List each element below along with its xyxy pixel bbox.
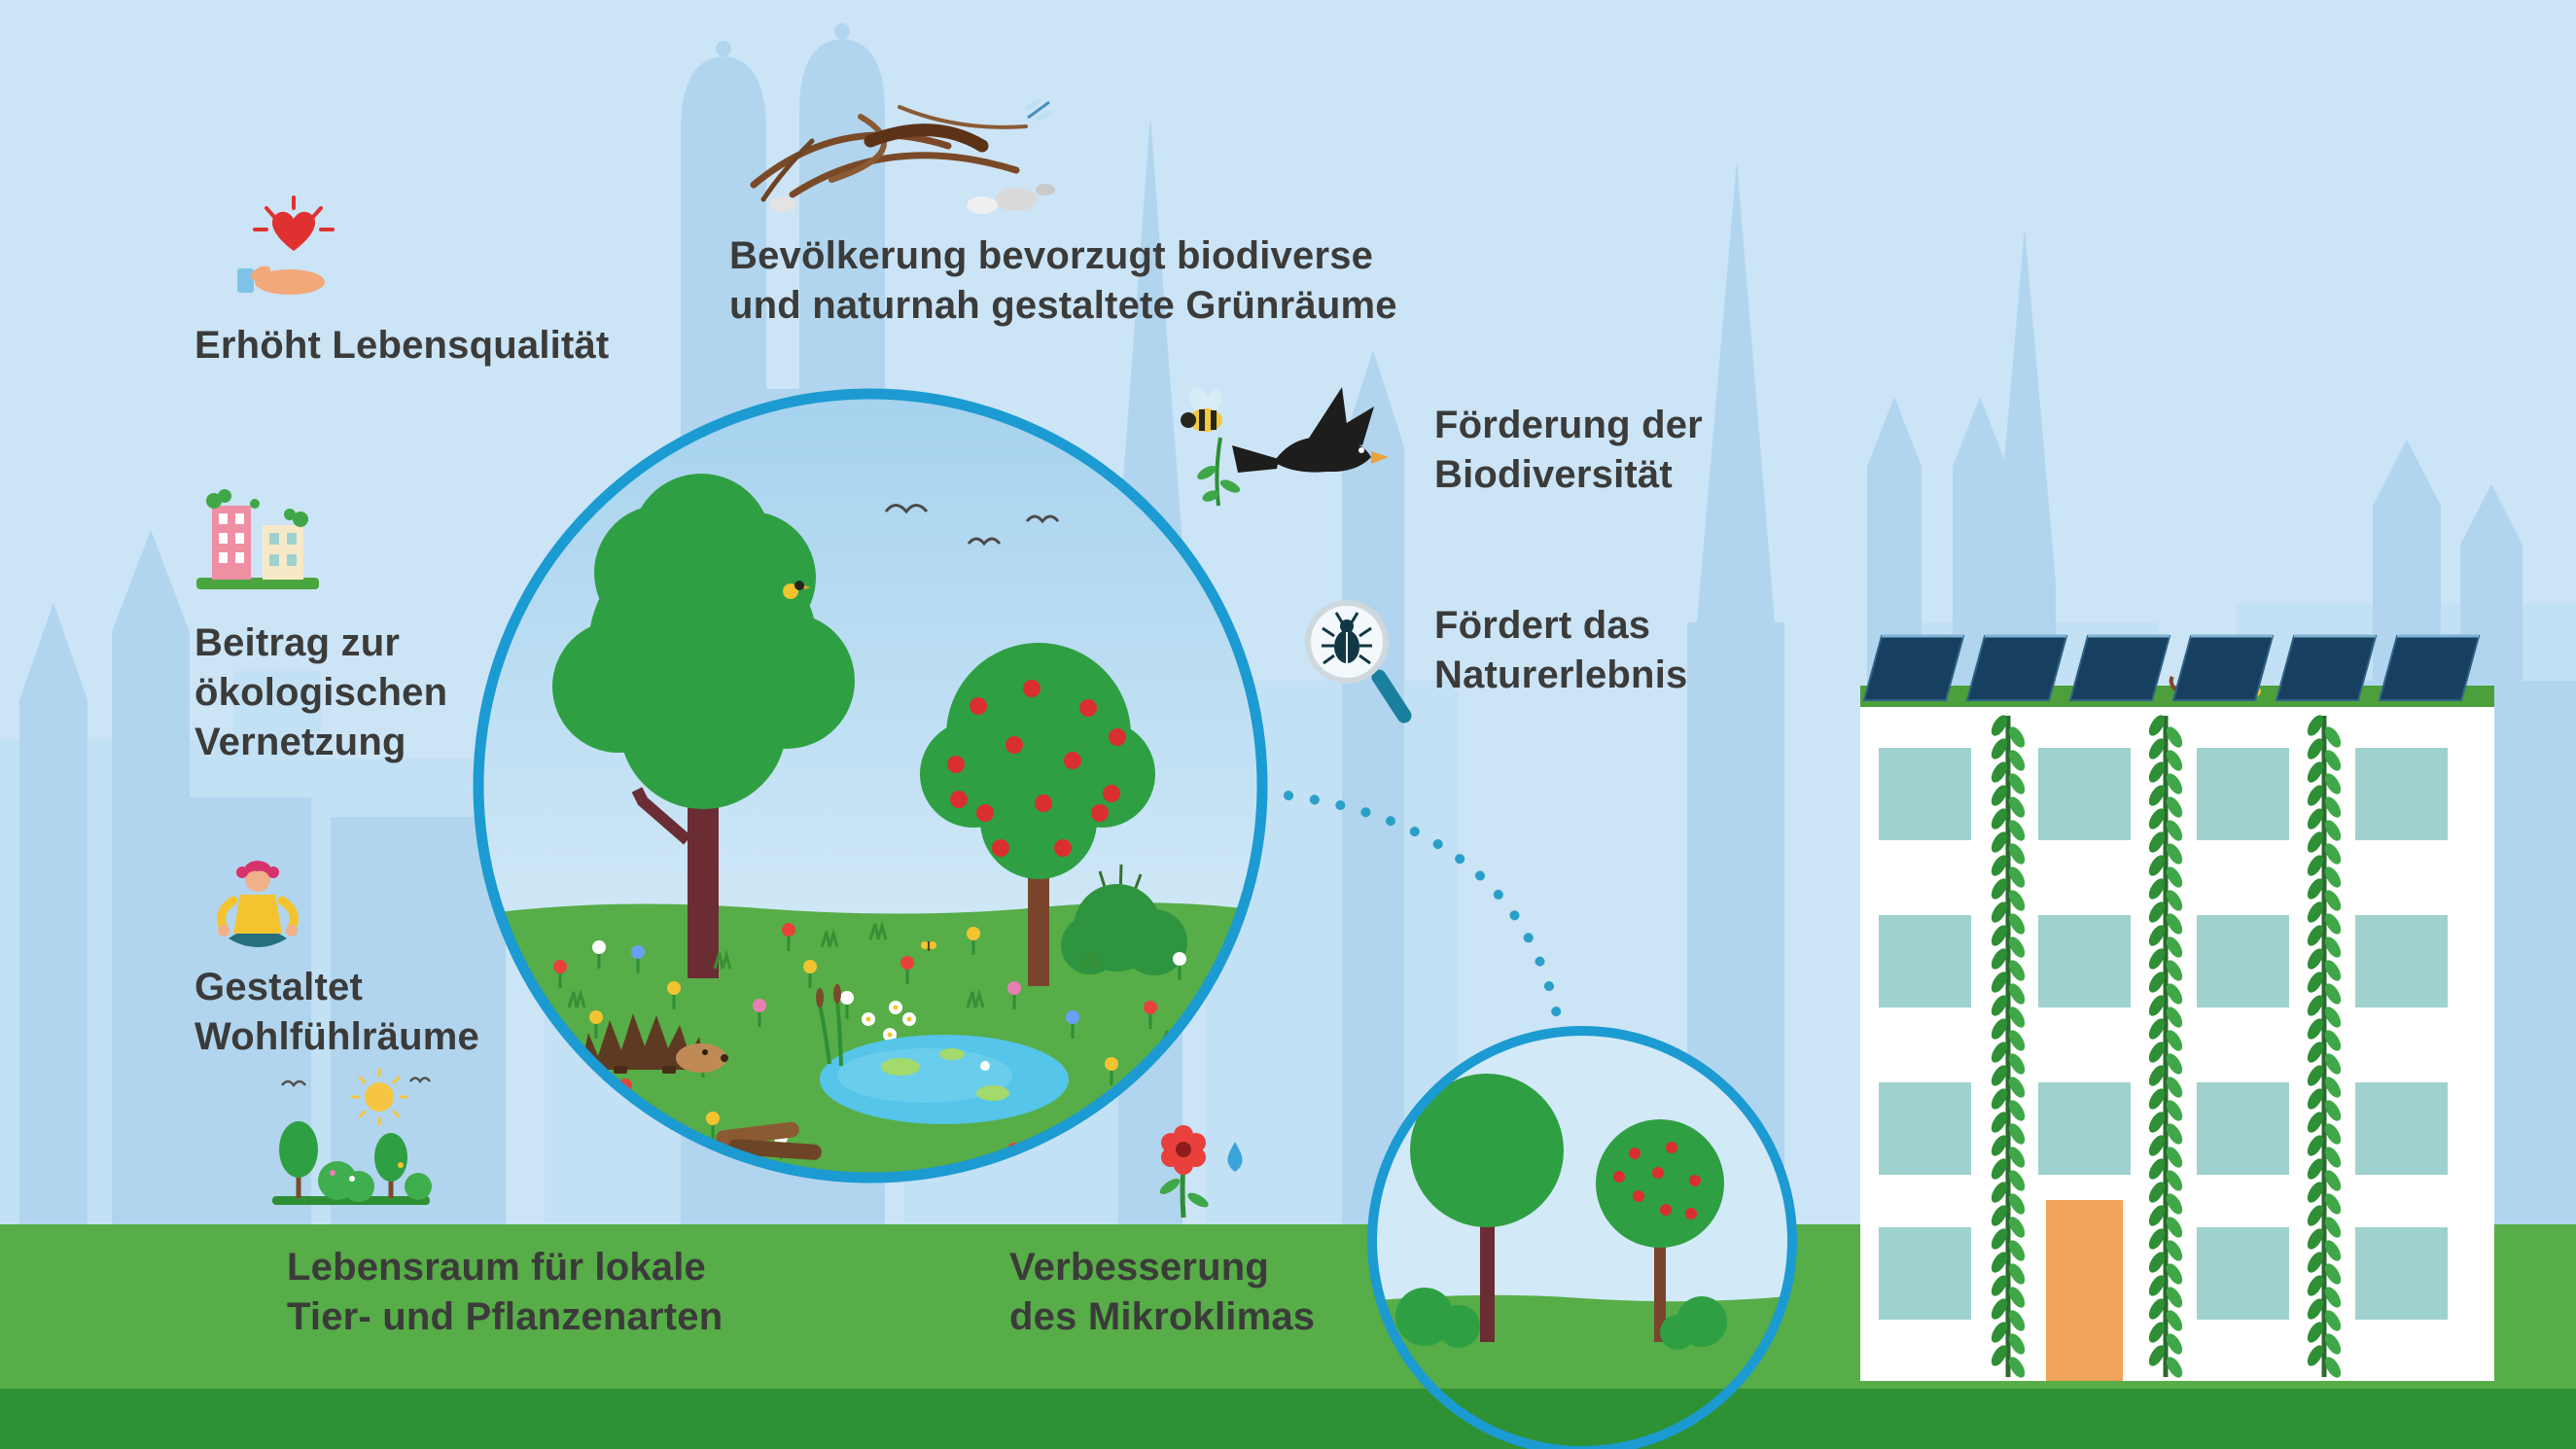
dark-grass-strip [0, 1389, 2576, 1449]
building-windows [1879, 748, 2448, 1320]
habitat-trees-icon [272, 1068, 432, 1205]
callout-line: und naturnah gestaltete Grünräume [729, 284, 1397, 327]
building-door [2046, 1200, 2123, 1381]
flying-birds-icon [884, 504, 1060, 547]
callout-line: Beitrag zur [194, 621, 401, 664]
lily-pad [976, 1085, 1009, 1101]
greened-building [1860, 634, 2494, 1381]
apple-tree [920, 643, 1155, 986]
detail-bushes [1395, 1288, 1727, 1350]
callout-line: Erhöht Lebensqualität [194, 324, 610, 367]
flower-drop-icon [1159, 1125, 1243, 1219]
butterfly-icon [921, 941, 936, 951]
dragonfly-icon [1026, 98, 1051, 122]
callout-naturerlebnis: Fördert das Naturerlebnis [1434, 601, 1687, 700]
bee-icon [1181, 387, 1222, 432]
buildings-icon [196, 489, 319, 589]
lily-pad [939, 1048, 965, 1060]
main-scene-circle [473, 388, 1268, 1184]
big-tree [552, 474, 855, 978]
hedgehog-icon [581, 1013, 728, 1074]
beetle-icon [1322, 612, 1372, 665]
callout-line: Förderung der [1434, 404, 1703, 446]
callout-line: Wohlfühlräume [194, 1015, 479, 1058]
detail-circle [1367, 1026, 1797, 1449]
nest-icon [750, 98, 1055, 214]
callout-line: Verbesserung [1009, 1246, 1269, 1289]
lily-pad [881, 1058, 920, 1076]
callout-line: ökologischen [194, 671, 448, 714]
detail-tree-left [1410, 1074, 1564, 1342]
callout-wohlfuehlraeume: Gestaltet Wohlfühlräume [194, 963, 479, 1062]
bush [1061, 864, 1187, 975]
callout-line: Fördert das [1434, 604, 1651, 647]
meditating-person-icon [217, 861, 299, 947]
callout-bevoelkerung: Bevölkerung bevorzugt biodiverse und nat… [729, 231, 1397, 331]
solar-panels [1862, 634, 2481, 701]
callout-mikroklima: Verbesserung des Mikroklimas [1009, 1243, 1315, 1342]
plant-sprig [1197, 437, 1241, 507]
yellow-bird-icon [783, 581, 811, 599]
callout-line: des Mikroklimas [1009, 1295, 1316, 1338]
water-drop-icon [1227, 1142, 1243, 1172]
callout-line: Biodiversität [1434, 453, 1673, 496]
detail-circle-scene [1372, 1031, 1792, 1449]
tiny-birds-icon [281, 1077, 432, 1088]
reeds [816, 984, 843, 1067]
magnifier-beetle-icon [1305, 600, 1412, 724]
callout-line: Tier- und Pflanzenarten [287, 1295, 723, 1338]
callout-biodiversitaet: Förderung der Biodiversität [1434, 401, 1703, 500]
callout-line: Naturerlebnis [1434, 654, 1688, 696]
callout-lebensraum: Lebensraum für lokale Tier- und Pflanzen… [287, 1243, 723, 1342]
hand-heart-icon [237, 195, 335, 295]
callout-vernetzung: Beitrag zur ökologischen Vernetzung [194, 618, 447, 767]
main-circle-border [473, 388, 1268, 1184]
sun-icon [350, 1068, 408, 1126]
detail-apple-tree [1596, 1119, 1724, 1342]
callout-lebensqualitaet: Erhöht Lebensqualität [194, 321, 609, 371]
detail-circle-border [1367, 1026, 1797, 1449]
bird-bee-icon [1181, 387, 1389, 507]
pond [820, 1035, 1069, 1124]
callout-line: Vernetzung [194, 721, 406, 763]
blackbird-icon [1232, 387, 1389, 473]
main-scene [478, 394, 1262, 1178]
callout-line: Gestaltet [194, 966, 363, 1008]
callout-line: Bevölkerung bevorzugt biodiverse [729, 234, 1374, 277]
callout-line: Lebensraum für lokale [287, 1246, 706, 1289]
facade-climbing-plants [1991, 715, 2342, 1378]
